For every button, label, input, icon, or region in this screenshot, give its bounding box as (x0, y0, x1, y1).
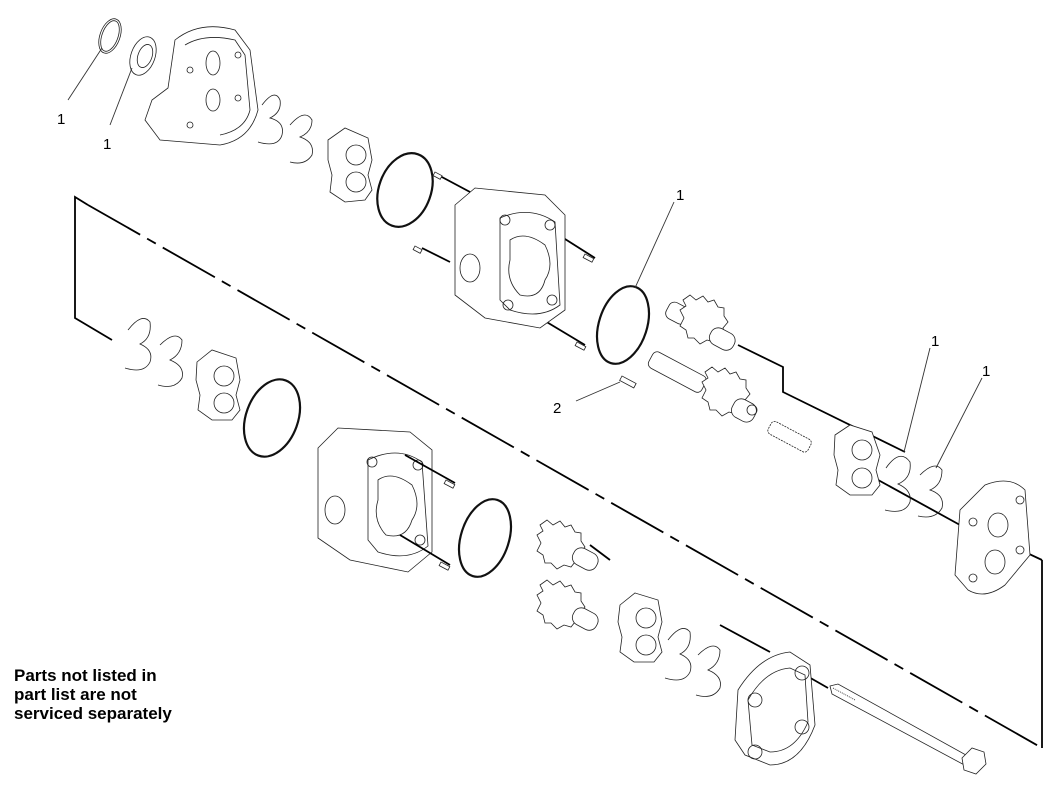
retaining-ring-icon (98, 18, 122, 54)
callout-shaft-key: 2 (553, 400, 562, 417)
callout-retaining-ring: 1 (57, 111, 66, 128)
service-note-line-3: serviced separately (14, 704, 172, 723)
bushing-block-icon (327, 127, 373, 203)
rear-bushing-block-icon (833, 424, 881, 496)
lower-seal-spring-icon (124, 318, 183, 387)
callout-leader-lines (67, 47, 983, 469)
assembly-boundary-lines (74, 195, 1043, 749)
o-ring-upper-section-icon (595, 285, 651, 365)
service-note-line-2: part list are not (14, 685, 137, 704)
drive-gear-icon (665, 294, 736, 351)
driven-gear-shaft-icon (647, 351, 758, 423)
lower-drive-gear-icon (536, 519, 599, 571)
gear-housing-icon (454, 187, 566, 329)
service-note-line-1: Parts not listed in (14, 666, 157, 685)
seal-spring-icon (257, 94, 313, 164)
lower-o-ring-2-icon (457, 498, 513, 578)
through-bolt-icon (829, 683, 987, 775)
front-mounting-flange-icon (144, 26, 259, 146)
callout-o-ring: 1 (676, 187, 685, 204)
o-ring-icon (376, 152, 434, 228)
shaft-seal-icon (129, 36, 157, 76)
lower-dowel-pin-icon (399, 454, 456, 571)
rear-end-plate-icon (954, 480, 1031, 595)
splined-coupling-icon (767, 421, 812, 453)
lower-bushing-block-icon (195, 349, 241, 421)
end-cover-icon (734, 651, 816, 766)
callout-wear-plate-seal-2: 1 (982, 363, 991, 380)
lower-driven-gear-icon (536, 579, 599, 631)
service-note: Parts not listed in part list are not se… (14, 666, 172, 723)
lower-o-ring-icon (242, 378, 302, 458)
shaft-key-icon (619, 375, 637, 389)
lower-seal-spring-2-icon (664, 628, 721, 697)
callout-wear-plate-seal-1: 1 (931, 333, 940, 350)
callout-shaft-seal: 1 (103, 136, 112, 153)
lower-gear-housing-icon (317, 427, 433, 573)
lower-bushing-block-2-icon (617, 592, 663, 663)
rear-seal-spring-icon (884, 455, 943, 518)
